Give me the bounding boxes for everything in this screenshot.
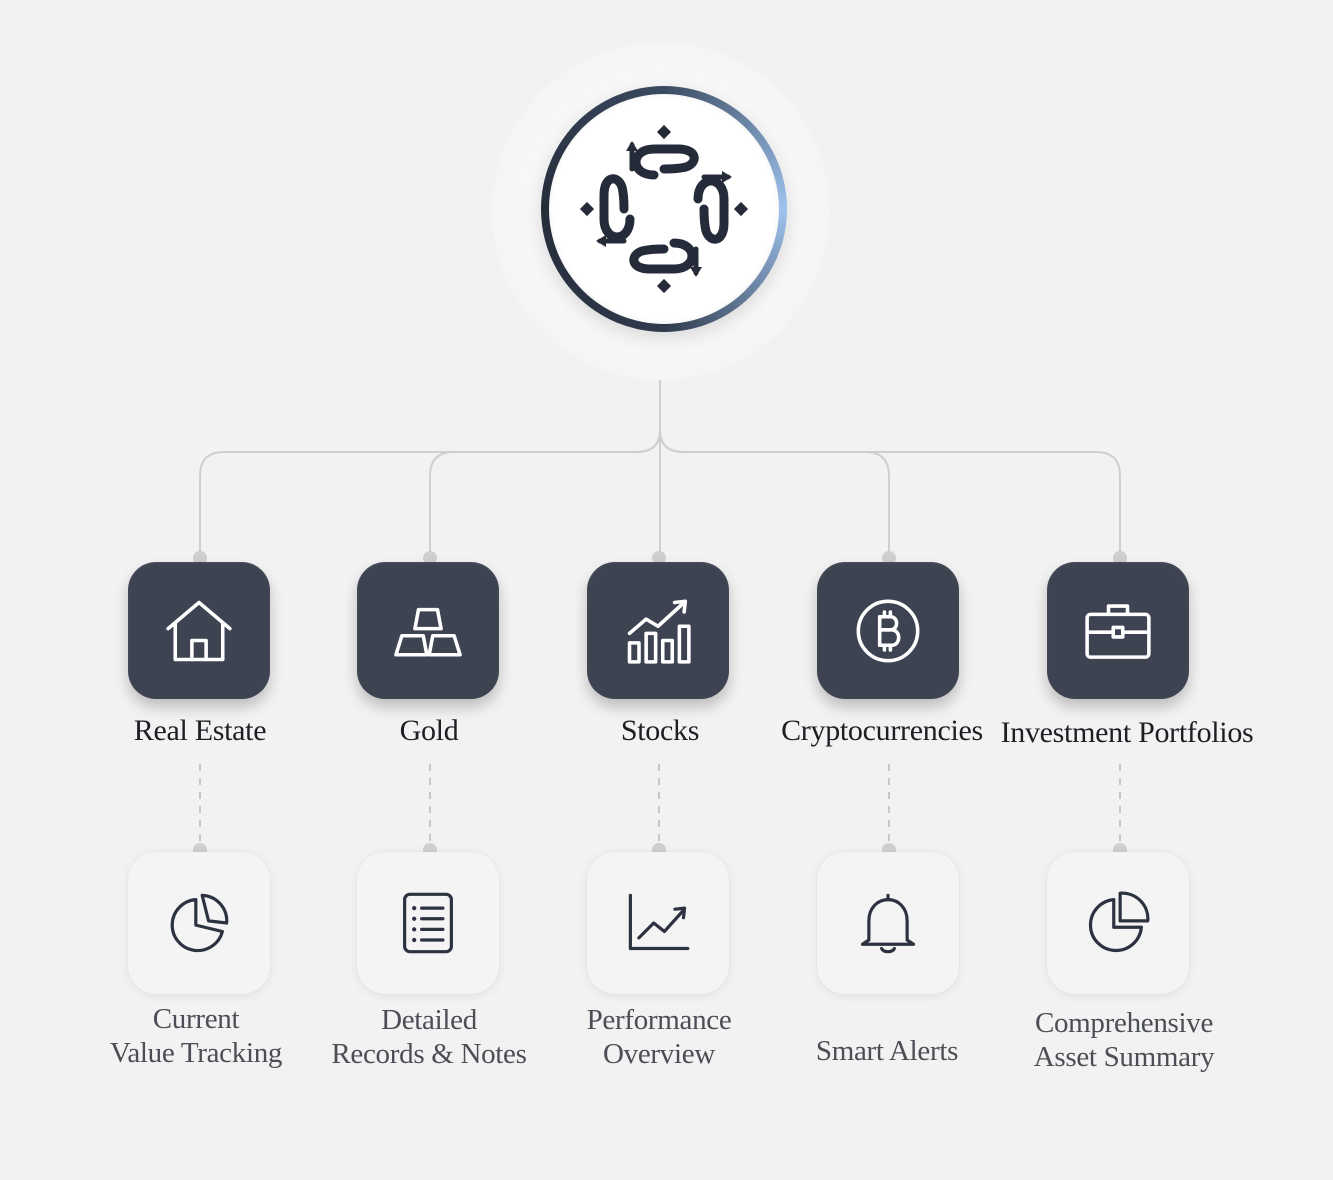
connector-branch-gold [429,429,661,552]
briefcase-icon [1085,603,1151,659]
house-icon [166,600,232,661]
pie-slice-icon [1088,891,1150,953]
category-label-stocks: Stocks [620,714,700,747]
category-tile-cryptocurrencies [817,562,959,699]
interlocking-arrows-logo-icon [574,119,754,299]
hub-disc [549,94,779,324]
list-document-icon [403,892,453,954]
gold-bars-icon [394,607,462,657]
category-tile-investment-portfolios [1047,562,1189,699]
connector-dot [193,551,207,565]
feature-label-asset-summary: Comprehensive Asset Summary [1033,1007,1215,1073]
feature-label-smart-alerts: Smart Alerts [815,1035,959,1067]
category-tile-gold [357,562,499,699]
feature-tile-performance-overview [587,852,729,994]
connector-branch-crypto [659,429,890,552]
feature-tile-detailed-records [357,852,499,994]
connector-dot [652,551,666,565]
feature-tile-current-value-tracking [128,852,270,994]
category-label-investment-portfolios: Investment Portfolios [1000,716,1254,749]
connector-dot [882,551,896,565]
feature-tile-asset-summary [1047,852,1189,994]
bitcoin-icon [856,599,920,662]
category-label-gold: Gold [399,714,459,747]
bar-chart-trend-icon [627,599,691,664]
pie-chart-icon [170,893,229,953]
feature-label-performance-overview: Performance Overview [586,1004,732,1070]
connector-branch-portfolios [659,429,1121,552]
bell-icon [860,893,916,954]
feature-label-detailed-records: Detailed Records & Notes [331,1004,527,1070]
category-tile-real-estate [128,562,270,699]
feature-tile-smart-alerts [817,852,959,994]
category-label-cryptocurrencies: Cryptocurrencies [781,714,983,747]
category-label-real-estate: Real Estate [133,714,267,747]
hub-logo-badge [541,86,787,332]
connector-dot [423,551,437,565]
category-tile-stocks [587,562,729,699]
feature-label-current-value-tracking: Current Value Tracking [109,1003,283,1069]
line-chart-icon [628,893,690,951]
connector-dot [1113,551,1127,565]
